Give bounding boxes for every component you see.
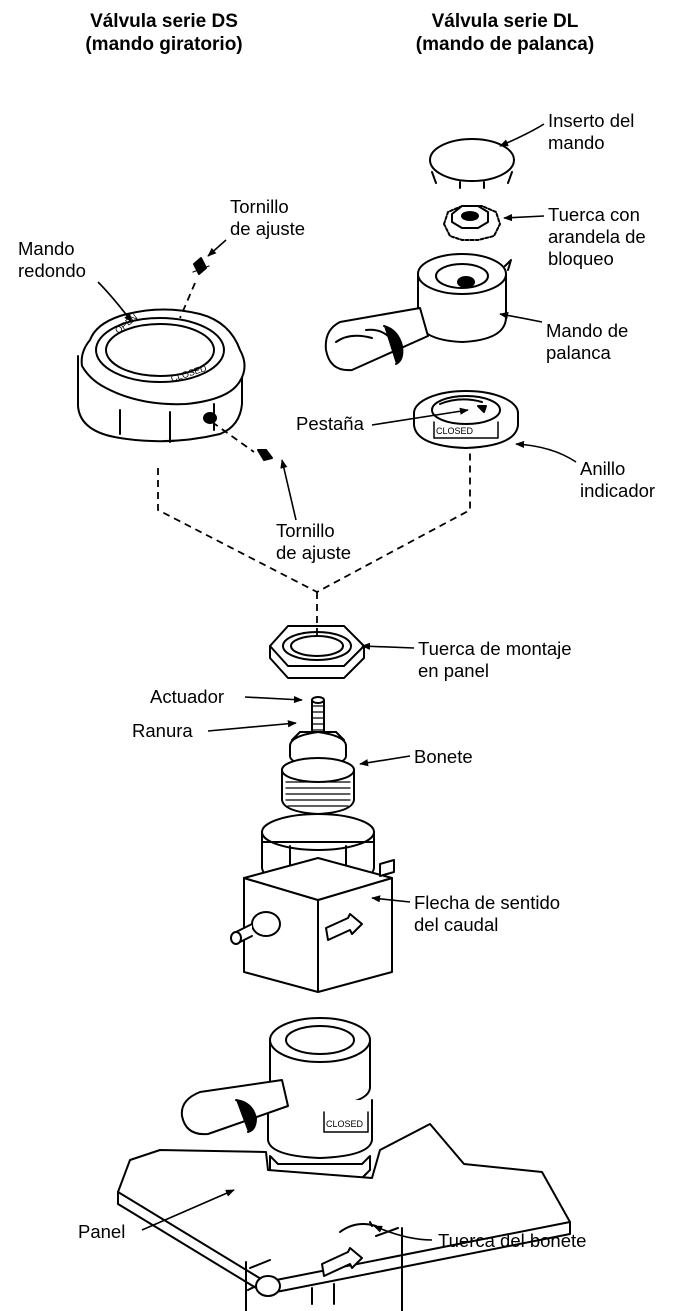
arrow-tuerca-bonete	[373, 1225, 433, 1241]
arrow-bonete	[359, 755, 411, 767]
arrow-inserto	[499, 123, 545, 147]
knob-insert	[429, 138, 515, 189]
label-actuador: Actuador	[150, 686, 225, 707]
panel-mounting-nut	[269, 625, 365, 679]
set-screw-bottom	[257, 449, 273, 461]
set-screw-top	[192, 257, 210, 275]
arrow-tuerca-arandela	[503, 213, 545, 222]
arrow-pestana	[371, 407, 469, 426]
stamp-closed-assembly: CLOSED	[326, 1119, 364, 1129]
arrow-flecha	[371, 895, 411, 903]
label-ranura: Ranura	[132, 720, 193, 741]
label-anillo-indicador: Anillo indicador	[580, 458, 656, 501]
arrow-mando-redondo	[97, 281, 133, 323]
arrow-tornillo-bottom	[280, 459, 297, 521]
arrow-panel	[141, 1189, 235, 1231]
header-ds-series: Válvula serie DS (mando giratorio)	[85, 11, 243, 55]
dash-top-screw	[179, 282, 196, 319]
arrow-tornillo-top	[207, 239, 227, 257]
label-flecha-de-sentido: Flecha de sentido del caudal	[414, 892, 561, 935]
label-panel: Panel	[78, 1221, 126, 1242]
stamp-closed-ring: CLOSED	[436, 426, 474, 436]
label-tornillo-de-ajuste-top: Tornillo de ajuste	[230, 196, 306, 239]
label-tornillo-de-ajuste-bottom: Tornillo de ajuste	[276, 520, 352, 563]
label-inserto-del-mando: Inserto del mando	[548, 110, 635, 153]
label-tuerca-de-montaje: Tuerca de montaje en panel	[418, 638, 572, 681]
label-bonete: Bonete	[414, 746, 473, 767]
label-tuerca-del-bonete: Tuerca del bonete	[438, 1230, 587, 1251]
arrow-actuador	[244, 695, 303, 704]
arrow-mando-palanca	[499, 311, 543, 323]
lock-washer-nut	[443, 205, 501, 241]
label-tuerca-con-arandela: Tuerca con arandela de bloqueo	[548, 204, 646, 269]
label-mando-de-palanca: Mando de palanca	[546, 320, 629, 363]
indicator-ring	[413, 390, 519, 449]
valve-bonnet-assembly	[230, 696, 395, 993]
installed-assembly	[117, 1017, 571, 1311]
round-knob	[77, 308, 246, 443]
arrow-tuerca-montaje	[361, 642, 415, 650]
dash-bottom-screw	[211, 421, 255, 453]
header-dl-series: Válvula serie DL (mando de palanca)	[415, 11, 595, 55]
arrow-ranura	[207, 720, 297, 732]
explode-lines	[157, 282, 471, 636]
label-pestana: Pestaña	[296, 413, 364, 434]
label-mando-redondo: Mando redondo	[18, 238, 86, 281]
leader-arrows	[97, 123, 577, 1241]
lever-handle	[324, 253, 512, 372]
arrow-anillo	[515, 440, 577, 463]
